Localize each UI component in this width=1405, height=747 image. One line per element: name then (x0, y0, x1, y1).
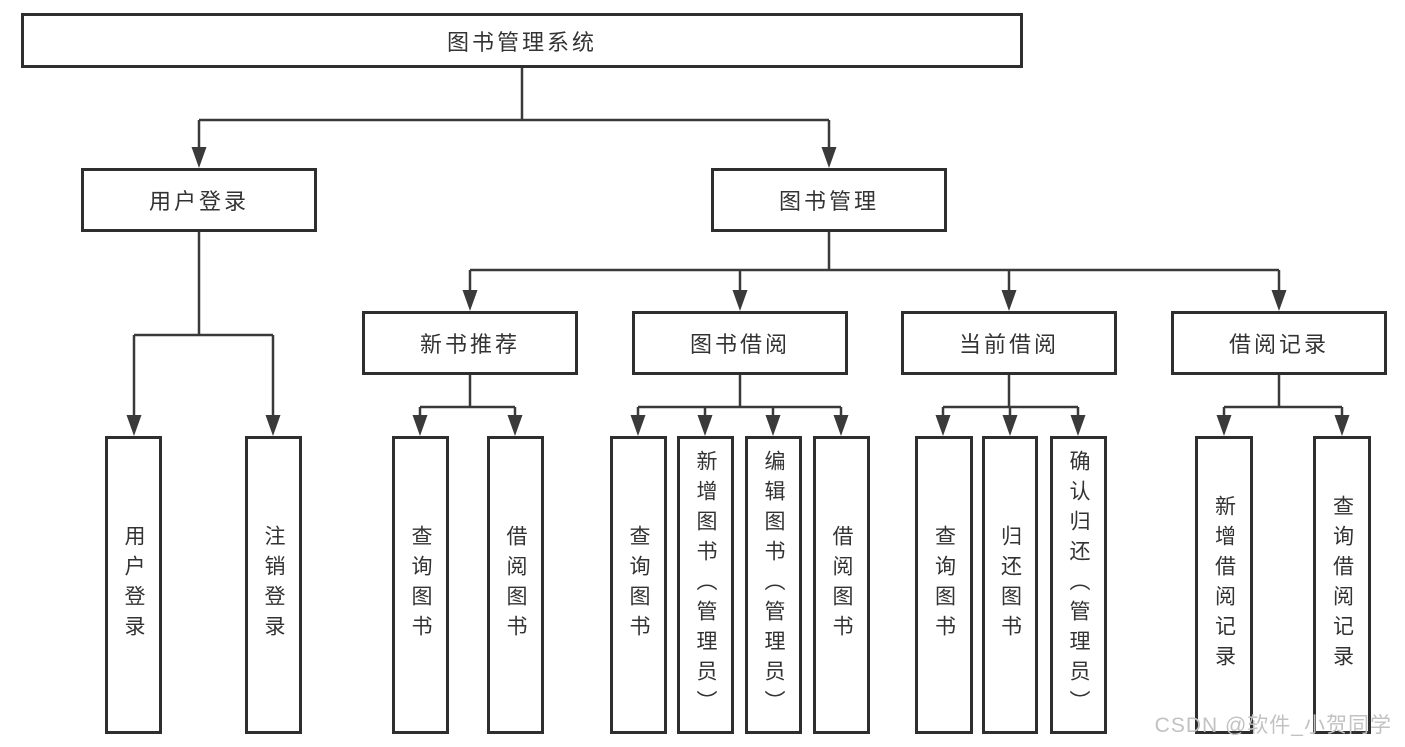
leaf-user-login: 用户登录 (105, 436, 162, 734)
node-book-management: 图书管理 (711, 168, 947, 232)
connector-user-login-split (126, 232, 281, 436)
connector-current-borrowing-split (935, 375, 1086, 436)
leaf-query-books-current: 查询图书 (915, 436, 973, 734)
node-label: 新增图书（管理员） (694, 450, 717, 720)
node-label: 图书管理 (778, 189, 879, 214)
leaf-query-borrow-record: 查询借阅记录 (1313, 436, 1371, 734)
node-label: 归还图书 (998, 525, 1022, 645)
node-label: 编辑图书（管理员） (762, 450, 785, 720)
connector-new-book-recommendation-split (412, 375, 523, 436)
node-label: 当前借阅 (958, 332, 1059, 357)
node-borrowing-records: 借阅记录 (1171, 311, 1387, 375)
leaf-query-books-recommend: 查询图书 (392, 436, 449, 734)
connector-borrowing-records-split (1216, 375, 1350, 436)
leaf-borrow-books-borrowing: 借阅图书 (813, 436, 870, 734)
connector-book-management-split (462, 232, 1287, 311)
node-label: 注销登录 (262, 525, 285, 645)
leaf-query-books-borrowing: 查询图书 (610, 436, 667, 734)
connector-book-borrowing-split (630, 375, 849, 436)
leaf-edit-books-admin: 编辑图书（管理员） (745, 436, 802, 734)
leaf-borrow-books-recommend: 借阅图书 (487, 436, 544, 734)
connector-root-split (191, 68, 837, 168)
node-label: 借阅图书 (504, 525, 527, 645)
leaf-add-books-admin: 新增图书（管理员） (677, 436, 734, 734)
node-label: 图书管理系统 (446, 29, 597, 55)
node-label: 用户登录 (122, 525, 145, 645)
node-label: 新增借阅记录 (1212, 495, 1236, 675)
node-label: 确认归还（管理员） (1067, 450, 1090, 720)
leaf-return-books: 归还图书 (982, 436, 1038, 734)
node-label: 查询借阅记录 (1330, 495, 1354, 675)
leaf-logout: 注销登录 (245, 436, 302, 734)
node-label: 查询图书 (409, 525, 432, 645)
node-label: 图书借阅 (689, 332, 790, 357)
leaf-add-borrow-record: 新增借阅记录 (1195, 436, 1253, 734)
node-book-borrowing: 图书借阅 (632, 311, 848, 375)
node-library-management-system: 图书管理系统 (21, 13, 1023, 68)
node-label: 查询图书 (932, 525, 956, 645)
node-current-borrowing: 当前借阅 (901, 311, 1117, 375)
node-label: 用户登录 (148, 189, 249, 214)
leaf-confirm-return-admin: 确认归还（管理员） (1050, 436, 1107, 734)
node-label: 查询图书 (627, 525, 650, 645)
node-user-login: 用户登录 (81, 168, 317, 232)
csdn-watermark: CSDN @软件_小贺同学 (1154, 714, 1392, 737)
node-new-book-recommendation: 新书推荐 (362, 311, 578, 375)
node-label: 新书推荐 (419, 332, 520, 357)
node-label: 借阅图书 (830, 525, 853, 645)
node-label: 借阅记录 (1228, 332, 1329, 357)
